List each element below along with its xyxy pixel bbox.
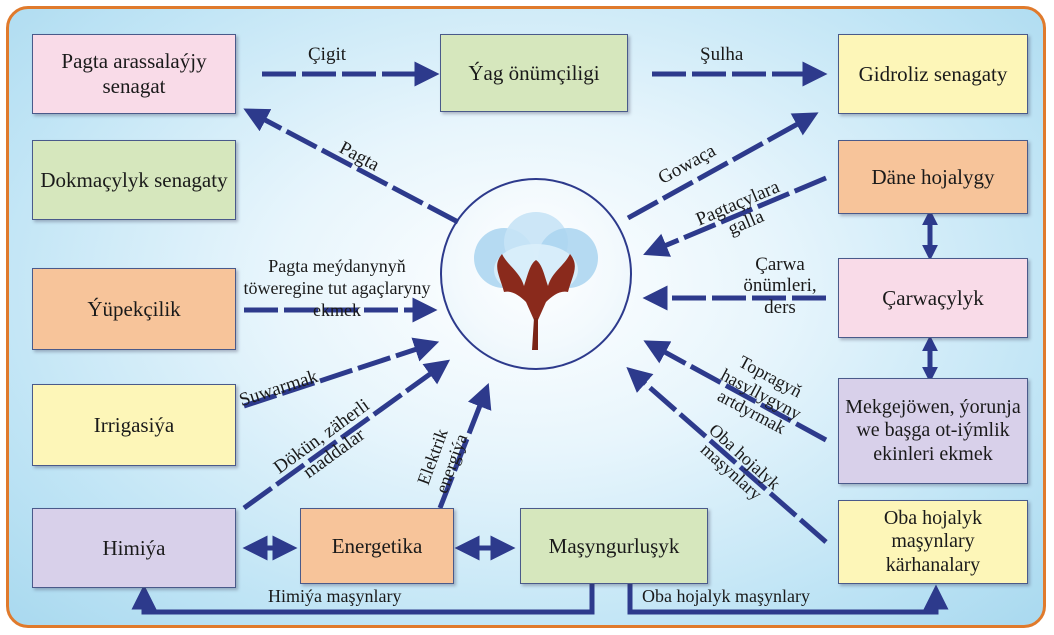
node-carwacylyk: Çarwaçylyk [838, 258, 1028, 338]
label-carwa-onumleri: Çarwa önümleri, ders [728, 254, 832, 318]
node-oba-hojalyk-karhanalary: Oba hojalyk maşynlary kärhanalary [838, 500, 1028, 584]
node-energetika: Energetika [300, 508, 454, 584]
node-masyngurlusyk: Maşyngurluşyk [520, 508, 708, 584]
label-sulha: Şulha [700, 44, 743, 65]
node-irrigasiya: Irrigasiýa [32, 384, 236, 466]
node-dokmacylyk: Dokmaçylyk senagaty [32, 140, 236, 220]
label-himiya-masynlary: Himiýa maşynlary [268, 586, 401, 606]
label-cigit: Çigit [308, 44, 346, 65]
node-dane-hojalygy: Däne hojalygy [838, 140, 1028, 214]
node-pagta-arassalayjy: Pagta arassalaýjy senagat [32, 34, 236, 114]
node-himiya: Himiýa [32, 508, 236, 588]
label-oba-hojalyk-masynlary-bottom: Oba hojalyk maşynlary [642, 586, 810, 606]
node-mekgejowen: Mekgejöwen, ýorunja we başga ot-iýmlik e… [838, 378, 1028, 484]
arrow-pagta [250, 112, 458, 222]
label-agac: Pagta meýdanynyň töweregine tut agaçlary… [240, 256, 434, 322]
node-yupekcilik: Ýüpekçilik [32, 268, 236, 350]
node-gidroliz: Gidroliz senagaty [838, 34, 1028, 114]
node-yag-onumciligi: Ýag önümçiligi [440, 34, 628, 112]
